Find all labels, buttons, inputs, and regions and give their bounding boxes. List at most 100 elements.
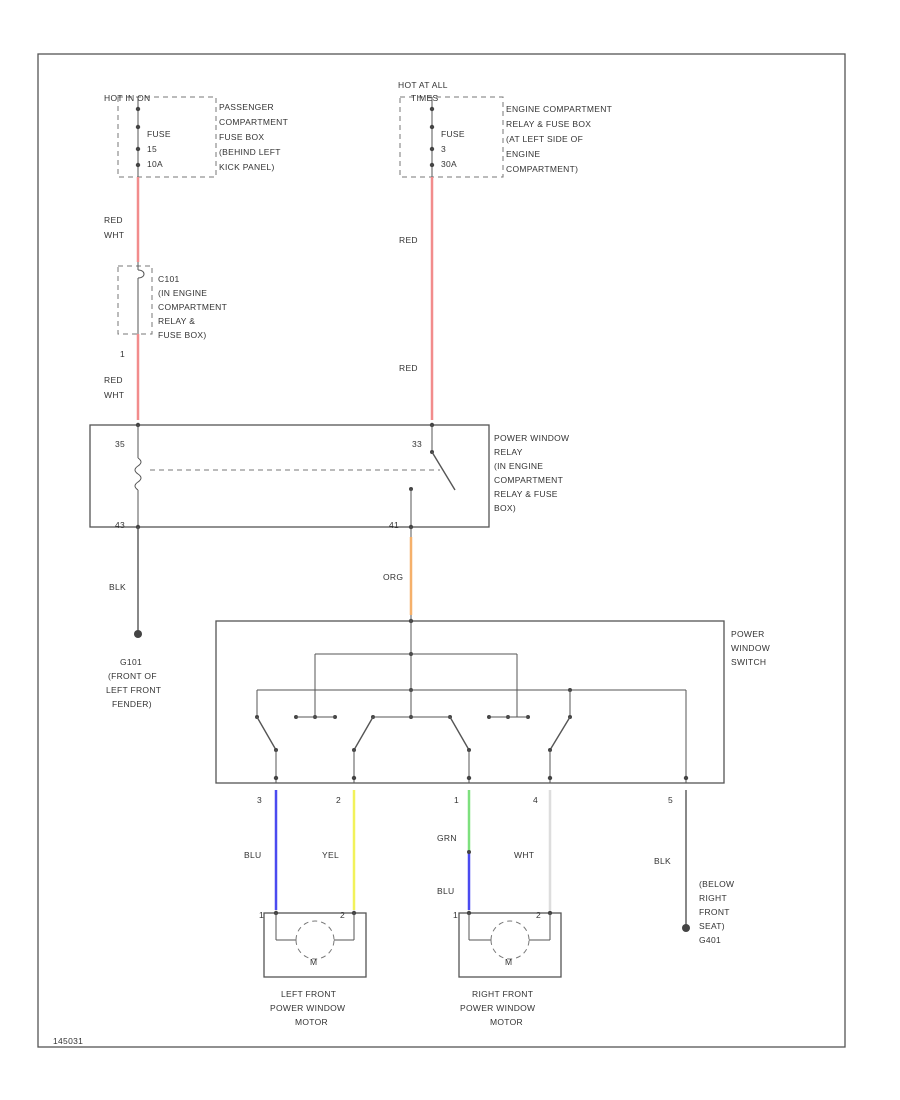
switch-blade xyxy=(549,716,571,751)
fuse-box-1-line: 15 xyxy=(147,144,157,154)
switch-desc: WINDOW xyxy=(731,643,770,653)
switch-terminal xyxy=(466,775,472,781)
fuse-box-1-desc: KICK PANEL) xyxy=(219,162,275,172)
fuse-box-1-desc: PASSENGER xyxy=(219,102,274,112)
ground-g401-label: RIGHT xyxy=(699,893,727,903)
fuse-box-2-terminal xyxy=(429,146,435,152)
switch-pin: 2 xyxy=(336,795,341,805)
left-front-window-motor: 1 2 M LEFT FRONT POWER WINDOW MOTOR xyxy=(259,910,367,1027)
ground-g101-label: FENDER) xyxy=(112,699,152,709)
fuse-box-2-desc: RELAY & FUSE BOX xyxy=(506,119,591,129)
wire-label-blk: BLK xyxy=(654,856,671,866)
motor-pin: 2 xyxy=(536,910,541,920)
motor-label: MOTOR xyxy=(490,1017,523,1027)
fuse-box-1-terminal xyxy=(135,106,141,112)
motor-box xyxy=(458,912,562,978)
wire-label-blu: BLU xyxy=(437,886,454,896)
motor-pin: 1 xyxy=(453,910,458,920)
relay-desc: RELAY & FUSE xyxy=(494,489,558,499)
motor-box xyxy=(263,912,367,978)
motor-label: LEFT FRONT xyxy=(281,989,336,999)
ground-g401-symbol xyxy=(682,924,690,932)
switch-box xyxy=(215,620,725,784)
switch-pin: 3 xyxy=(257,795,262,805)
ground-g101-symbol xyxy=(134,630,142,638)
ground-g101-label: (FRONT OF xyxy=(108,671,157,681)
switch-desc: SWITCH xyxy=(731,657,766,667)
power-window-switch: POWER WINDOW SWITCH 3 2 1 4 5 xyxy=(215,615,770,805)
fuse-box-2-desc: (AT LEFT SIDE OF xyxy=(506,134,583,144)
splice-desc: RELAY & xyxy=(158,316,195,326)
switch-pin: 4 xyxy=(533,795,538,805)
figure-id: 145031 xyxy=(53,1036,83,1046)
fuse-box-2-terminal xyxy=(429,162,435,168)
relay-pin: 35 xyxy=(115,439,125,449)
relay-desc: COMPARTMENT xyxy=(494,475,563,485)
right-front-window-motor: 1 2 M RIGHT FRONT POWER WINDOW MOTOR xyxy=(453,910,562,1027)
wire-label-wht: WHT xyxy=(104,230,124,240)
fuse-box-2-desc: COMPARTMENT) xyxy=(506,164,578,174)
wire-label-grn: GRN xyxy=(437,833,457,843)
splice-pin: 1 xyxy=(120,349,125,359)
fuse-box-2-outline xyxy=(399,96,504,178)
relay-coil xyxy=(134,457,142,491)
relay-pin: 33 xyxy=(412,439,422,449)
splice-desc: (IN ENGINE xyxy=(158,288,207,298)
switch-terminal xyxy=(547,775,553,781)
switch-terminal xyxy=(683,775,689,781)
fuse-box-1-line: HOT IN ON xyxy=(104,93,150,103)
fuse-box-1-outline xyxy=(117,96,217,178)
wire-label-red: RED xyxy=(104,375,123,385)
diagram-frame xyxy=(37,53,846,1048)
wire-label-red: RED xyxy=(399,235,418,245)
switch-blade xyxy=(449,716,470,751)
splice-desc: COMPARTMENT xyxy=(158,302,227,312)
wire-label-yel: YEL xyxy=(322,850,339,860)
switch-blade xyxy=(353,716,374,751)
relay-desc: (IN ENGINE xyxy=(494,461,543,471)
ground-g101-label: G101 xyxy=(120,657,142,667)
motor-symbol xyxy=(295,939,335,960)
switch-desc: POWER xyxy=(731,629,765,639)
fuse-box-2-line: 3 xyxy=(441,144,446,154)
fuse-box-1-line: FUSE xyxy=(147,129,171,139)
splice-connector-symbol xyxy=(137,269,145,279)
fuse-box-2-line: FUSE xyxy=(441,129,465,139)
ground-g401-label: (BELOW xyxy=(699,879,734,889)
wire-label-org: ORG xyxy=(383,572,403,582)
splice-desc: FUSE BOX) xyxy=(158,330,207,340)
fuse-box-1-desc: FUSE BOX xyxy=(219,132,264,142)
fuse-box-2-desc: ENGINE xyxy=(506,149,540,159)
switch-blade xyxy=(256,716,277,751)
switch-terminal xyxy=(273,775,279,781)
motor-symbol xyxy=(490,920,530,941)
splice-outline xyxy=(117,265,153,335)
motor-label: MOTOR xyxy=(295,1017,328,1027)
fuse-box-1-line: 10A xyxy=(147,159,163,169)
motor-symbol xyxy=(295,920,335,941)
relay-desc: POWER WINDOW xyxy=(494,433,569,443)
relay-desc: RELAY xyxy=(494,447,523,457)
ground-g401-label: FRONT xyxy=(699,907,730,917)
splice-c101: C101 (IN ENGINE COMPARTMENT RELAY & FUSE… xyxy=(117,262,227,359)
motor-m-label: M xyxy=(310,957,317,967)
wire-label-red: RED xyxy=(399,363,418,373)
relay-pin: 41 xyxy=(389,520,399,530)
wire-label-blk: BLK xyxy=(109,582,126,592)
relay-pin: 43 xyxy=(115,520,125,530)
fuse-box-2-terminal xyxy=(429,106,435,112)
ground-g401-label: G401 xyxy=(699,935,721,945)
motor-pin: 1 xyxy=(259,910,264,920)
fuse-box-2-line: 30A xyxy=(441,159,457,169)
fuse-box-1-desc: (BEHIND LEFT xyxy=(219,147,281,157)
splice-desc: C101 xyxy=(158,274,180,284)
switch-pin: 1 xyxy=(454,795,459,805)
relay-switch-contact xyxy=(431,451,456,491)
fuse-box-2-line: TIMES xyxy=(411,93,439,103)
wire-splice-point xyxy=(467,850,471,854)
fuse-box-2-terminal xyxy=(429,124,435,130)
fuse-box-2: HOT AT ALL TIMES FUSE 3 30A ENGINE COMPA… xyxy=(398,80,612,178)
relay-desc: BOX) xyxy=(494,503,516,513)
wire-label-wht: WHT xyxy=(104,390,124,400)
